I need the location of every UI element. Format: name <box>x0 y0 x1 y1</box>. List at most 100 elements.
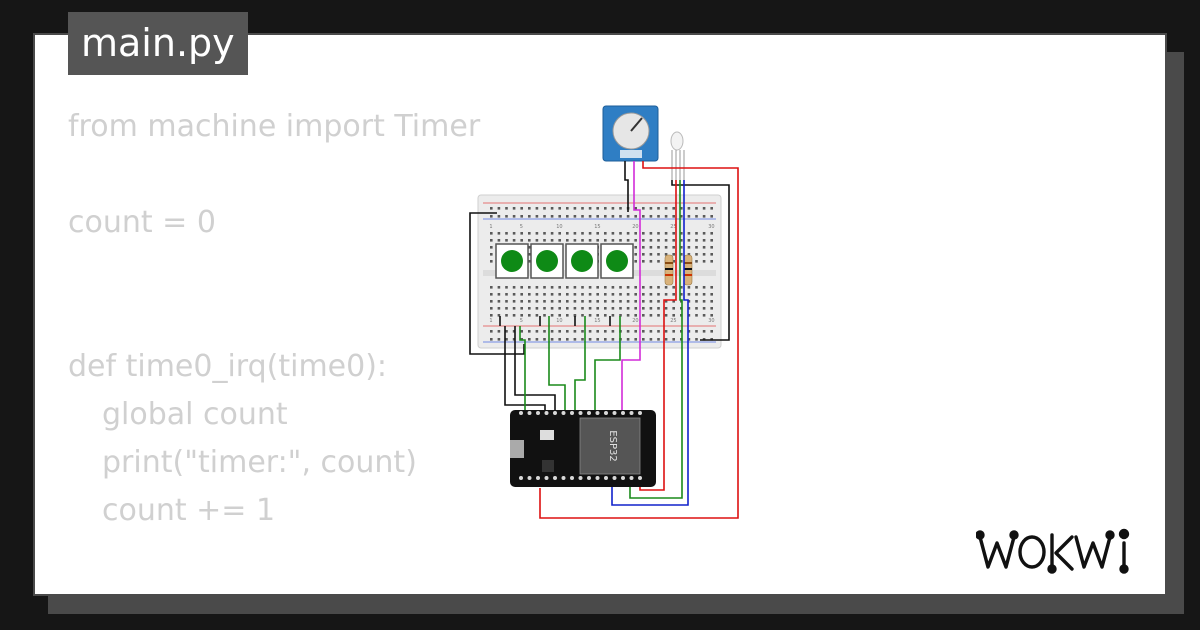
breadboard-hole <box>657 207 660 210</box>
breadboard-hole <box>588 330 592 333</box>
breadboard-hole <box>702 246 706 249</box>
breadboard-hole <box>604 330 607 333</box>
file-name-tab[interactable]: main.py <box>68 12 248 75</box>
breadboard-hole <box>528 286 531 289</box>
breadboard-hole <box>649 300 653 303</box>
breadboard-hole <box>573 330 577 333</box>
breadboard-hole <box>687 314 691 317</box>
breadboard-hole <box>626 232 630 235</box>
breadboard-hole <box>702 232 706 235</box>
breadboard-column-label: 20 <box>632 318 638 324</box>
breadboard-hole <box>528 253 531 256</box>
breadboard-hole <box>588 215 592 218</box>
breadboard-hole <box>687 215 691 218</box>
breadboard-hole <box>611 314 615 317</box>
breadboard-hole <box>588 314 592 317</box>
esp32-pin <box>595 476 600 480</box>
breadboard-hole <box>550 338 554 341</box>
breadboard-hole <box>642 253 645 256</box>
breadboard-hole <box>596 300 599 303</box>
breadboard-hole <box>604 314 607 317</box>
pushbutton-3[interactable] <box>565 243 599 279</box>
pushbuttons <box>495 243 634 279</box>
breadboard-hole <box>710 307 713 310</box>
breadboard-hole <box>581 215 584 218</box>
code-line: def time0_irq(time0): <box>68 349 388 384</box>
breadboard-hole <box>702 293 706 296</box>
breadboard-hole <box>611 286 615 289</box>
breadboard-hole <box>687 246 691 249</box>
breadboard-hole <box>695 330 698 333</box>
esp32-pin <box>604 411 608 415</box>
esp32-board[interactable]: ESP32 <box>510 410 656 487</box>
breadboard-hole <box>512 286 516 289</box>
breadboard-hole <box>634 232 637 235</box>
breadboard-hole <box>566 330 569 333</box>
breadboard-hole <box>490 314 493 317</box>
code-preview: from machine import Timer count = 0 def … <box>68 103 480 535</box>
breadboard-hole <box>710 246 713 249</box>
breadboard-hole <box>642 286 645 289</box>
breadboard-hole <box>596 338 599 341</box>
breadboard-hole <box>497 307 501 310</box>
breadboard-hole <box>672 232 675 235</box>
pushbutton-2[interactable] <box>530 243 564 279</box>
esp32-pins <box>519 411 642 480</box>
esp32-pin <box>544 476 549 480</box>
esp32-pin <box>638 476 642 480</box>
breadboard-hole <box>550 207 554 210</box>
breadboard-hole <box>611 307 615 310</box>
breadboard-hole <box>642 246 645 249</box>
breadboard-hole <box>550 307 554 310</box>
breadboard-hole <box>642 307 645 310</box>
breadboard-hole <box>626 314 630 317</box>
esp32-pin <box>578 476 583 480</box>
breadboard-hole <box>520 207 523 210</box>
esp32-pin <box>553 476 557 480</box>
breadboard-hole <box>596 286 599 289</box>
breadboard-hole <box>680 253 683 256</box>
breadboard-hole <box>535 300 539 303</box>
breadboard-column-label: 30 <box>708 224 714 230</box>
breadboard-hole <box>634 260 637 263</box>
code-line <box>68 295 480 343</box>
breadboard-hole <box>520 314 523 317</box>
breadboard-hole <box>558 293 561 296</box>
breadboard-hole <box>626 300 630 303</box>
breadboard-hole <box>566 286 569 289</box>
breadboard-hole <box>649 246 653 249</box>
breadboard-hole <box>566 314 569 317</box>
breadboard-hole <box>657 260 660 263</box>
breadboard-hole <box>702 300 706 303</box>
breadboard-column-label: 25 <box>670 318 676 324</box>
breadboard-hole <box>604 307 607 310</box>
breadboard-hole <box>702 330 706 333</box>
breadboard-hole <box>596 207 599 210</box>
breadboard-hole <box>581 314 584 317</box>
breadboard-hole <box>649 253 653 256</box>
breadboard-hole <box>543 207 546 210</box>
breadboard-hole <box>535 307 539 310</box>
breadboard-hole <box>543 239 546 242</box>
breadboard-hole <box>664 239 668 242</box>
breadboard-column-label: 20 <box>632 224 638 230</box>
breadboard-hole <box>497 207 501 210</box>
breadboard-hole <box>505 239 508 242</box>
breadboard-hole <box>543 232 546 235</box>
breadboard-hole <box>649 314 653 317</box>
breadboard-hole <box>573 239 577 242</box>
breadboard-hole <box>619 232 622 235</box>
breadboard-hole <box>596 215 599 218</box>
pushbutton-1[interactable] <box>495 243 529 279</box>
breadboard-hole <box>550 232 554 235</box>
breadboard-hole <box>626 293 630 296</box>
breadboard-hole <box>588 338 592 341</box>
pushbutton-4[interactable] <box>600 243 634 279</box>
breadboard-hole <box>680 207 683 210</box>
breadboard-hole <box>512 314 516 317</box>
potentiometer[interactable] <box>602 105 659 162</box>
breadboard-hole <box>528 293 531 296</box>
breadboard-hole <box>497 232 501 235</box>
breadboard-hole <box>695 286 698 289</box>
breadboard-hole <box>490 207 493 210</box>
